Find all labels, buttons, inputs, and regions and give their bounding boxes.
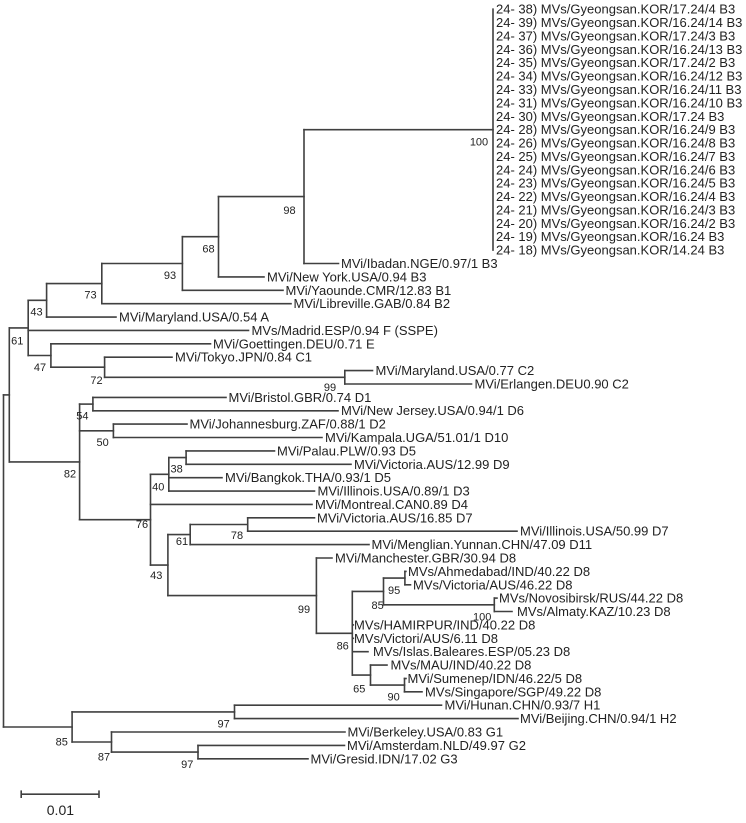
svg-text:0.01: 0.01 [47,802,74,818]
svg-text:MVs/Victori/AUS/6.11 D8: MVs/Victori/AUS/6.11 D8 [354,631,498,646]
svg-text:100: 100 [470,137,488,149]
svg-text:93: 93 [164,270,176,282]
svg-text:24- 30) MVs/Gyeongsan.KOR/17.2: 24- 30) MVs/Gyeongsan.KOR/17.24 B3 [496,109,724,124]
svg-text:MVs/Madrid.ESP/0.94 F (SSPE): MVs/Madrid.ESP/0.94 F (SSPE) [252,323,438,338]
svg-text:MVs/Ahmedabad/IND/40.22 D8: MVs/Ahmedabad/IND/40.22 D8 [408,564,590,579]
svg-text:50: 50 [96,437,108,449]
svg-text:MVi/Berkeley.USA/0.83 G1: MVi/Berkeley.USA/0.83 G1 [348,725,504,740]
svg-text:76: 76 [136,519,148,531]
svg-text:24- 28) MVs/Gyeongsan.KOR/16.2: 24- 28) MVs/Gyeongsan.KOR/16.24/9 B3 [496,122,735,137]
svg-text:MVi/New York.USA/0.94 B3: MVi/New York.USA/0.94 B3 [267,269,426,284]
svg-text:MVi/Beijing.CHN/0.94/1 H2: MVi/Beijing.CHN/0.94/1 H2 [520,711,677,726]
svg-text:MVs/Victoria/AUS/46.22 D8: MVs/Victoria/AUS/46.22 D8 [413,577,572,592]
svg-text:MVi/Illinois.USA/50.99 D7: MVi/Illinois.USA/50.99 D7 [520,524,669,539]
svg-text:MVi/Victoria.AUS/12.99 D9: MVi/Victoria.AUS/12.99 D9 [354,457,510,472]
svg-text:24- 18) MVs/Gyeongsan.KOR/14.2: 24- 18) MVs/Gyeongsan.KOR/14.24 B3 [496,243,724,258]
svg-text:24- 24) MVs/Gyeongsan.KOR/16.2: 24- 24) MVs/Gyeongsan.KOR/16.24/6 B3 [496,162,735,177]
svg-text:MVi/Tokyo.JPN/0.84 C1: MVi/Tokyo.JPN/0.84 C1 [175,350,312,365]
svg-text:MVi/Libreville.GAB/0.84 B2: MVi/Libreville.GAB/0.84 B2 [294,296,451,311]
svg-text:MVs/Islas.Baleares.ESP/05.23 D: MVs/Islas.Baleares.ESP/05.23 D8 [373,644,570,659]
svg-text:73: 73 [84,290,96,302]
svg-text:38: 38 [170,464,182,476]
svg-text:MVi/Kampala.UGA/51.01/1 D10: MVi/Kampala.UGA/51.01/1 D10 [325,430,508,445]
svg-text:24- 20) MVs/Gyeongsan.KOR/16.2: 24- 20) MVs/Gyeongsan.KOR/16.24/2 B3 [496,216,735,231]
svg-text:24- 25) MVs/Gyeongsan.KOR/16.2: 24- 25) MVs/Gyeongsan.KOR/16.24/7 B3 [496,149,735,164]
svg-text:MVs/HAMIRPUR/IND/40.22 D8: MVs/HAMIRPUR/IND/40.22 D8 [354,617,535,632]
svg-text:97: 97 [181,759,193,771]
svg-text:MVs/Almaty.KAZ/10.23 D8: MVs/Almaty.KAZ/10.23 D8 [517,604,671,619]
svg-text:MVi/Victoria.AUS/16.85 D7: MVi/Victoria.AUS/16.85 D7 [317,510,473,525]
svg-text:68: 68 [202,244,214,256]
svg-text:MVi/Maryland.USA/0.77 C2: MVi/Maryland.USA/0.77 C2 [376,363,535,378]
svg-text:MVi/Ibadan.NGE/0.97/1 B3: MVi/Ibadan.NGE/0.97/1 B3 [341,256,498,271]
svg-text:MVi/Amsterdam.NLD/49.97 G2: MVi/Amsterdam.NLD/49.97 G2 [347,738,526,753]
svg-text:95: 95 [388,585,400,597]
svg-text:24- 21) MVs/Gyeongsan.KOR/16.2: 24- 21) MVs/Gyeongsan.KOR/16.24/3 B3 [496,203,735,218]
svg-text:MVi/Illinois.USA/0.89/1 D3: MVi/Illinois.USA/0.89/1 D3 [318,484,470,499]
svg-text:61: 61 [11,335,23,347]
svg-text:MVi/Bangkok.THA/0.93/1 D5: MVi/Bangkok.THA/0.93/1 D5 [225,470,391,485]
svg-text:99: 99 [298,604,310,616]
svg-text:43: 43 [150,570,162,582]
svg-text:24- 39) MVs/Gyeongsan.KOR/16.2: 24- 39) MVs/Gyeongsan.KOR/16.24/14 B3 [496,15,742,30]
svg-text:MVi/Menglian.Yunnan.CHN/47.09: MVi/Menglian.Yunnan.CHN/47.09 D11 [372,537,593,552]
svg-text:90: 90 [387,691,399,703]
svg-text:MVi/Sumenep/IDN/46.22/5 D8: MVi/Sumenep/IDN/46.22/5 D8 [408,671,583,686]
svg-text:MVs/Singapore/SGP/49.22 D8: MVs/Singapore/SGP/49.22 D8 [425,684,601,699]
svg-text:85: 85 [56,737,68,749]
svg-text:24- 38) MVs/Gyeongsan.KOR/17.2: 24- 38) MVs/Gyeongsan.KOR/17.24/4 B3 [496,2,735,17]
svg-text:54: 54 [76,411,88,423]
svg-text:MVi/New Jersey.USA/0.94/1 D6: MVi/New Jersey.USA/0.94/1 D6 [341,403,524,418]
svg-text:100: 100 [473,612,491,624]
svg-text:24- 19) MVs/Gyeongsan.KOR/16.2: 24- 19) MVs/Gyeongsan.KOR/16.24 B3 [496,229,724,244]
svg-text:43: 43 [30,307,42,319]
svg-text:47: 47 [34,362,46,374]
svg-text:24- 23) MVs/Gyeongsan.KOR/16.2: 24- 23) MVs/Gyeongsan.KOR/16.24/5 B3 [496,176,735,191]
svg-text:24- 33) MVs/Gyeongsan.KOR/16.2: 24- 33) MVs/Gyeongsan.KOR/16.24/11 B3 [496,82,741,97]
svg-text:24- 36) MVs/Gyeongsan.KOR/16.2: 24- 36) MVs/Gyeongsan.KOR/16.24/13 B3 [496,42,742,57]
svg-text:MVs/Novosibirsk/RUS/44.22 D8: MVs/Novosibirsk/RUS/44.22 D8 [499,591,683,606]
svg-text:MVi/Gresid.IDN/17.02 G3: MVi/Gresid.IDN/17.02 G3 [311,751,458,766]
svg-text:MVi/Goettingen.DEU/0.71 E: MVi/Goettingen.DEU/0.71 E [213,336,375,351]
svg-text:24- 31) MVs/Gyeongsan.KOR/16.2: 24- 31) MVs/Gyeongsan.KOR/16.24/10 B3 [496,95,742,110]
svg-text:MVi/Manchester.GBR/30.94 D8: MVi/Manchester.GBR/30.94 D8 [335,551,516,566]
svg-text:86: 86 [337,640,349,652]
svg-text:82: 82 [64,468,76,480]
svg-text:85: 85 [371,600,383,612]
svg-text:72: 72 [90,375,102,387]
svg-text:MVi/Bristol.GBR/0.74 D1: MVi/Bristol.GBR/0.74 D1 [229,390,372,405]
svg-text:98: 98 [283,205,295,217]
svg-text:65: 65 [353,683,365,695]
svg-text:87: 87 [98,752,110,764]
svg-text:MVi/Hunan.CHN/0.93/7 H1: MVi/Hunan.CHN/0.93/7 H1 [445,698,601,713]
svg-text:24- 26) MVs/Gyeongsan.KOR/16.2: 24- 26) MVs/Gyeongsan.KOR/16.24/8 B3 [496,136,735,151]
svg-text:61: 61 [176,536,188,548]
svg-text:24- 37) MVs/Gyeongsan.KOR/17.2: 24- 37) MVs/Gyeongsan.KOR/17.24/3 B3 [496,29,735,44]
svg-text:24- 35) MVs/Gyeongsan.KOR/17.2: 24- 35) MVs/Gyeongsan.KOR/17.24/2 B3 [496,55,735,70]
svg-text:MVi/Palau.PLW/0.93 D5: MVi/Palau.PLW/0.93 D5 [277,443,416,458]
svg-text:MVs/MAU/IND/40.22 D8: MVs/MAU/IND/40.22 D8 [391,658,532,673]
svg-text:24- 22) MVs/Gyeongsan.KOR/16.2: 24- 22) MVs/Gyeongsan.KOR/16.24/4 B3 [496,189,735,204]
svg-text:MVi/Yaounde.CMR/12.83 B1: MVi/Yaounde.CMR/12.83 B1 [286,283,452,298]
svg-text:MVi/Maryland.USA/0.54 A: MVi/Maryland.USA/0.54 A [119,310,269,325]
svg-text:24- 34) MVs/Gyeongsan.KOR/16.2: 24- 34) MVs/Gyeongsan.KOR/16.24/12 B3 [496,69,742,84]
svg-text:97: 97 [217,719,229,731]
svg-text:MVi/Montreal.CAN0.89 D4: MVi/Montreal.CAN0.89 D4 [315,497,468,512]
svg-text:78: 78 [231,530,243,542]
svg-text:MVi/Johannesburg.ZAF/0.88/1 D2: MVi/Johannesburg.ZAF/0.88/1 D2 [190,417,386,432]
svg-text:40: 40 [152,481,164,493]
svg-text:MVi/Erlangen.DEU0.90 C2: MVi/Erlangen.DEU0.90 C2 [475,377,629,392]
svg-text:99: 99 [324,382,336,394]
